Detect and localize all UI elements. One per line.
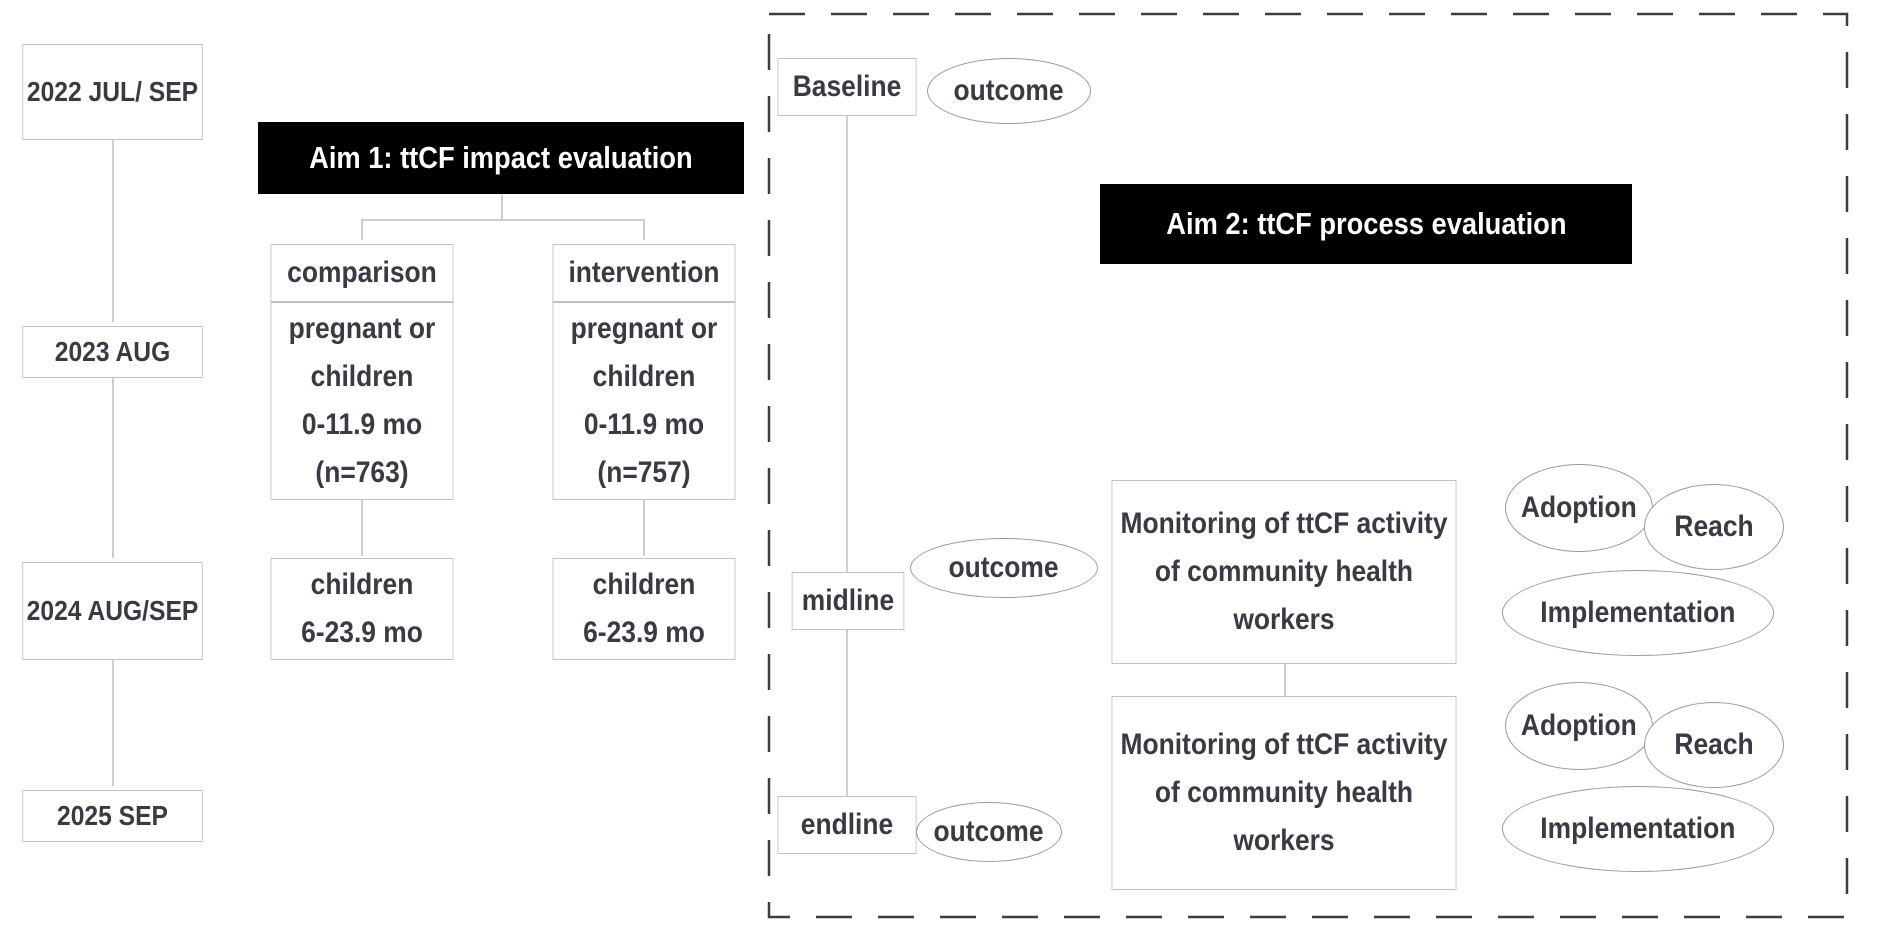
- midline-outcome-oval: outcome: [910, 538, 1098, 598]
- timeline-2023-box: 2023 AUG: [22, 326, 203, 378]
- intervention-baseline-group: pregnant or children 0-11.9 mo (n=757): [552, 302, 736, 500]
- aim2-title: Aim 2: ttCF process evaluation: [1100, 184, 1632, 264]
- aim1-title: Aim 1: ttCF impact evaluation: [258, 122, 744, 194]
- phase-baseline-box: Baseline: [777, 58, 917, 116]
- endline-reach-oval: Reach: [1644, 702, 1784, 788]
- midline-reach-oval: Reach: [1644, 484, 1784, 570]
- endline-outcome-oval: outcome: [916, 802, 1062, 862]
- timeline-2024-box: 2024 AUG/SEP: [22, 562, 203, 660]
- endline-implementation-oval: Implementation: [1502, 786, 1774, 872]
- comparison-baseline-group: pregnant or children 0-11.9 mo (n=763): [270, 302, 454, 500]
- endline-adoption-oval: Adoption: [1505, 682, 1653, 770]
- comparison-arm-label: comparison: [270, 244, 454, 302]
- phase-endline-box: endline: [777, 796, 917, 854]
- phase-midline-box: midline: [791, 572, 905, 630]
- intervention-arm-label: intervention: [552, 244, 736, 302]
- timeline-2025-box: 2025 SEP: [22, 790, 203, 842]
- midline-adoption-oval: Adoption: [1505, 464, 1653, 552]
- midline-implementation-oval: Implementation: [1502, 570, 1774, 656]
- midline-monitoring-box: Monitoring of ttCF activity of community…: [1111, 480, 1457, 664]
- endline-monitoring-box: Monitoring of ttCF activity of community…: [1111, 696, 1457, 890]
- aim1-branch-connector: [361, 195, 645, 240]
- timeline-2022-box: 2022 JUL/ SEP: [22, 44, 203, 140]
- baseline-outcome-oval: outcome: [927, 58, 1091, 124]
- intervention-followup-group: children 6-23.9 mo: [552, 558, 736, 660]
- comparison-followup-group: children 6-23.9 mo: [270, 558, 454, 660]
